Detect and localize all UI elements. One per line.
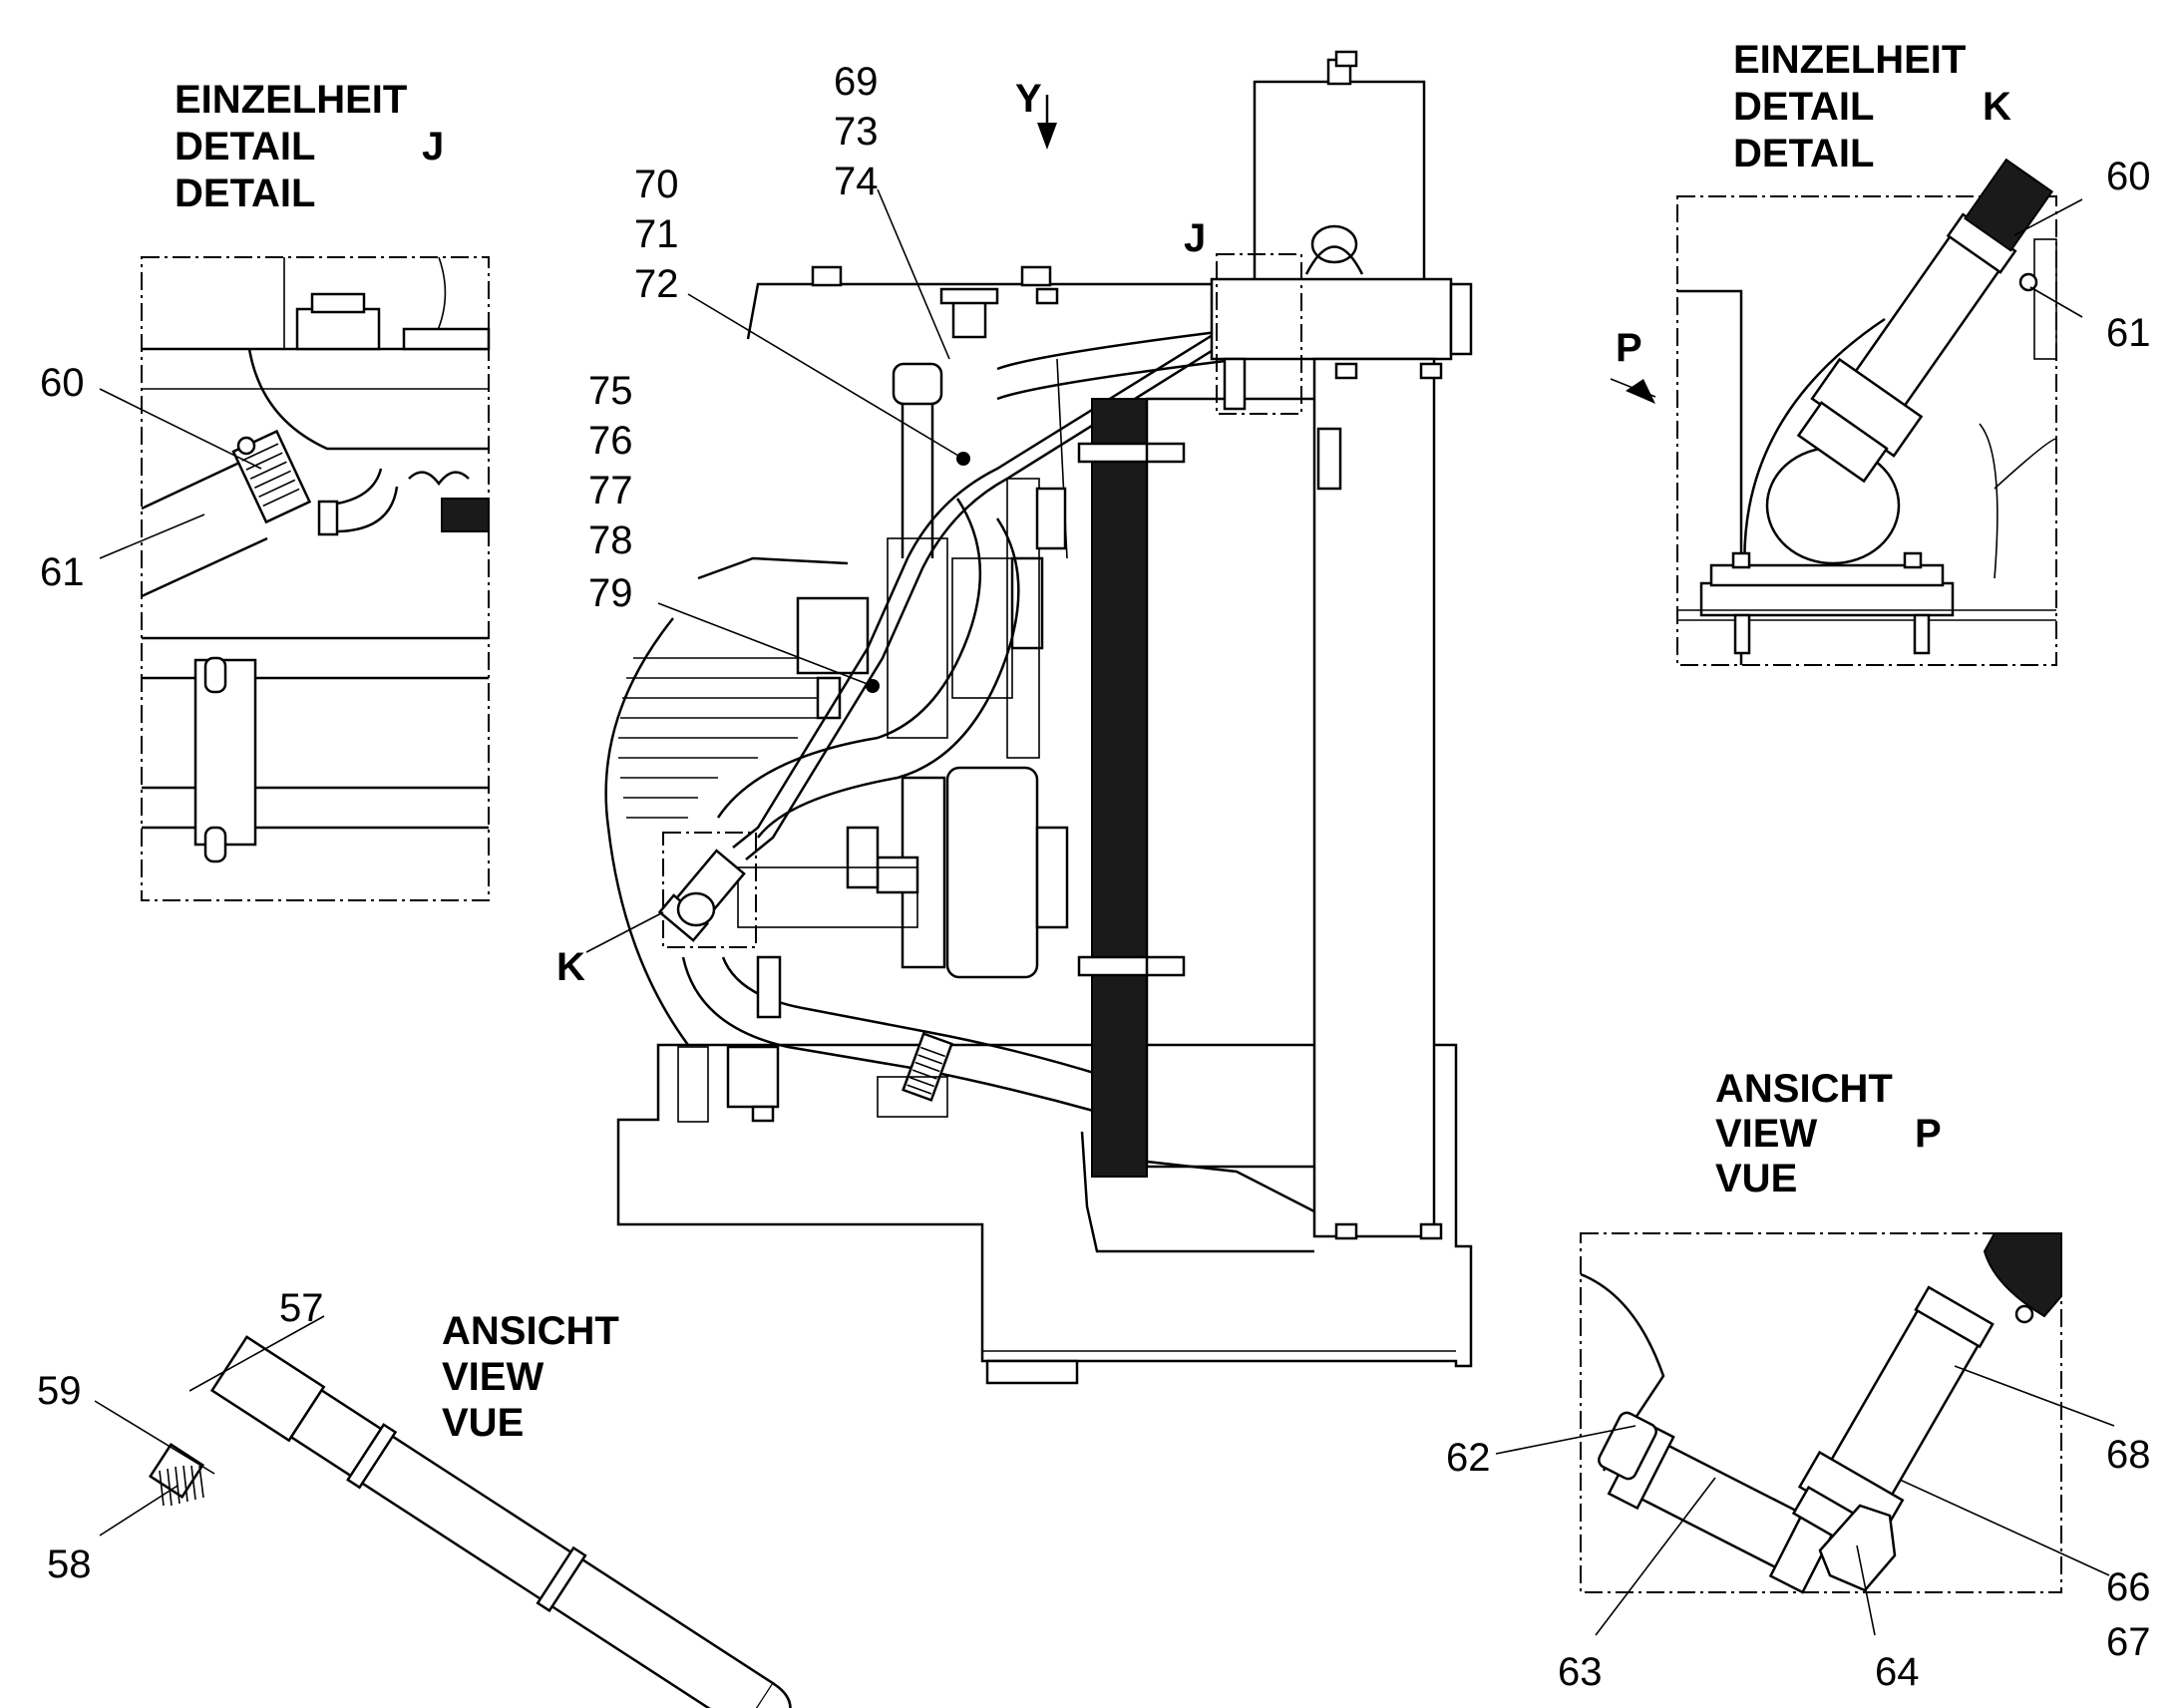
view-p-line3: VUE [1715,1157,1797,1200]
callout-69: 69 [834,60,879,104]
view-p-line2: VIEW [1715,1112,1817,1156]
detail-k-letter: K [1983,85,2011,129]
detail-j-frame [1216,253,1302,415]
callout-78: 78 [588,518,633,562]
callout-61-detail-k: 61 [2106,311,2151,355]
callout-61-detail-j: 61 [40,550,85,594]
detail-j-line3: DETAIL [175,171,315,215]
heading-detail-j: EINZELHEIT DETAIL DETAIL J [175,78,444,215]
callout-60-detail-k: 60 [2106,155,2151,198]
detail-k-frame [662,832,757,948]
detail-j-line1: EINZELHEIT [175,78,407,122]
detail-k-line3: DETAIL [1733,132,1874,175]
view-marker-k: K [556,945,585,989]
callout-59: 59 [37,1369,82,1413]
callout-76: 76 [588,419,633,463]
view-p-letter: P [1915,1112,1942,1156]
heading-view-y: ANSICHT VIEW VUE [442,1309,619,1445]
callout-64: 64 [1875,1650,1920,1694]
main-engine-assembly [604,50,1473,1385]
detail-k-line1: EINZELHEIT [1733,38,1966,82]
arrow-down-icon [1037,123,1057,150]
engine-fins [618,657,818,819]
heading-view-p: ANSICHT VIEW VUE P [1715,1067,1942,1200]
callout-67: 67 [2106,1620,2151,1664]
detail-j-line2: DETAIL [175,125,315,169]
callout-numbers: 60 61 60 61 62 63 64 66 67 68 57 58 59 6… [37,60,2151,1694]
lower-clamp-1 [902,1032,953,1102]
callout-79: 79 [588,571,633,615]
heading-detail-k: EINZELHEIT DETAIL DETAIL K [1733,38,2011,175]
detail-j-letter: J [422,125,444,169]
view-marker-y: Y [1015,77,1042,121]
p-hose [1791,1285,1995,1555]
view-marker-p: P [1616,326,1642,370]
view-y-line1: ANSICHT [442,1309,619,1353]
hose-clamp [231,429,312,524]
callout-72: 72 [634,262,679,306]
view-y-line2: VIEW [442,1355,544,1399]
view-y-line3: VUE [442,1401,524,1445]
view-p-panel [1580,1232,2062,1594]
callout-74: 74 [834,160,879,203]
leader-lines [94,188,2115,1636]
callout-62: 62 [1446,1436,1491,1480]
callout-71: 71 [634,212,679,256]
callout-75: 75 [588,369,633,413]
callout-77: 77 [588,469,633,512]
arrow-right-icon [1626,379,1655,404]
callout-58: 58 [47,1542,92,1586]
callout-60-detail-j: 60 [40,361,85,405]
k-hose-fitting [1796,158,2054,484]
radiator-core [1091,398,1148,1178]
detail-j-panel [141,256,491,901]
callout-73: 73 [834,110,879,154]
callout-68: 68 [2106,1433,2151,1477]
view-p-line1: ANSICHT [1715,1067,1893,1111]
callout-70: 70 [634,163,679,206]
detail-k-panel [1676,158,2057,666]
callout-63: 63 [1558,1650,1603,1694]
callout-57: 57 [279,1286,324,1330]
view-marker-j: J [1184,216,1206,260]
detail-k-line2: DETAIL [1733,85,1874,129]
callout-66: 66 [2106,1565,2151,1609]
pipe-brush-end [159,1465,204,1507]
